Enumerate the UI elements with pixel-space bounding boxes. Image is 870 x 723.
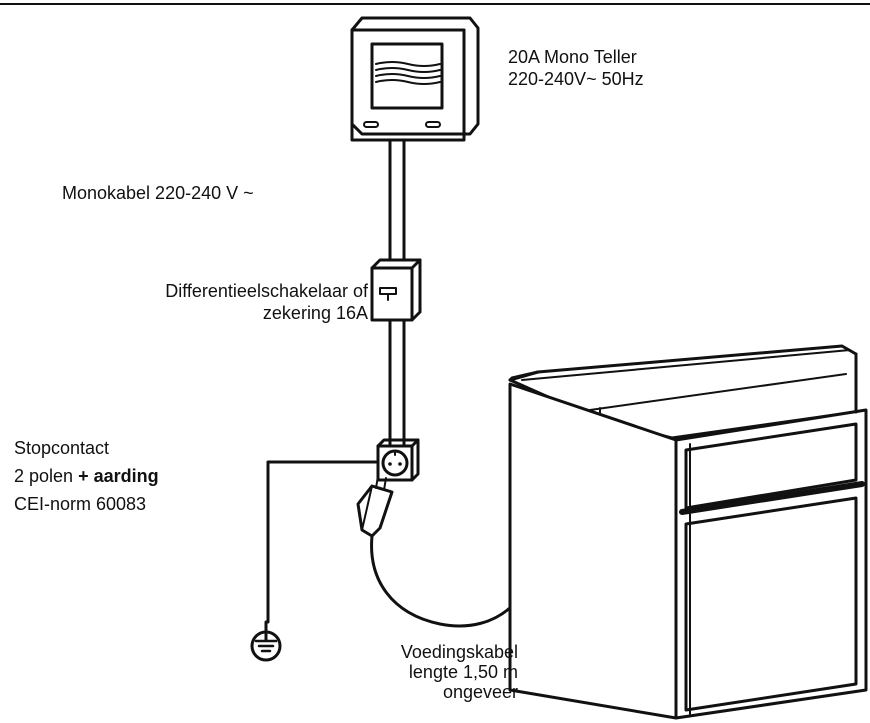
- meter-label-line1: 20A Mono Teller: [508, 47, 637, 67]
- socket-cable: [388, 318, 406, 448]
- power-cable-label-line1: Voedingskabel: [400, 642, 518, 662]
- power-cable: [370, 534, 514, 628]
- breaker-label: Differentieelschakelaar of zekering 16A: [165, 280, 368, 324]
- power-cable-label-line3: ongeveer: [442, 682, 518, 702]
- breaker-label-line1: Differentieelschakelaar of: [165, 281, 368, 301]
- socket-label-line1: Stopcontact: [14, 438, 110, 458]
- power-cable-label-line2: lengte 1,50 m: [408, 662, 518, 682]
- mono-cable: [388, 138, 406, 268]
- ground-wire: [266, 460, 380, 624]
- electricity-meter-icon: [350, 16, 480, 142]
- meter-label: 20A Mono Teller 220-240V~ 50Hz: [508, 46, 644, 90]
- breaker-box-icon: [370, 258, 422, 322]
- socket-label: Stopcontact 2 polen + aarding CEI-norm 6…: [14, 434, 159, 518]
- power-cable-label: Voedingskabel lengte 1,50 m ongeveer: [401, 642, 518, 702]
- built-in-oven-icon: [508, 344, 868, 720]
- plug-icon: [356, 475, 394, 538]
- socket-label-earthing: + aarding: [78, 466, 159, 486]
- breaker-label-line2: zekering 16A: [262, 303, 368, 323]
- wall-socket-icon: [376, 438, 420, 482]
- socket-label-line2: 2 polen + aarding: [14, 462, 159, 490]
- socket-label-poles: 2 polen: [14, 466, 74, 486]
- meter-label-line2: 220-240V~ 50Hz: [508, 69, 644, 89]
- ground-symbol-icon: [250, 620, 282, 662]
- socket-label-line3: CEI-norm 60083: [14, 494, 147, 514]
- mono-cable-label: Monokabel 220-240 V ~: [62, 183, 254, 203]
